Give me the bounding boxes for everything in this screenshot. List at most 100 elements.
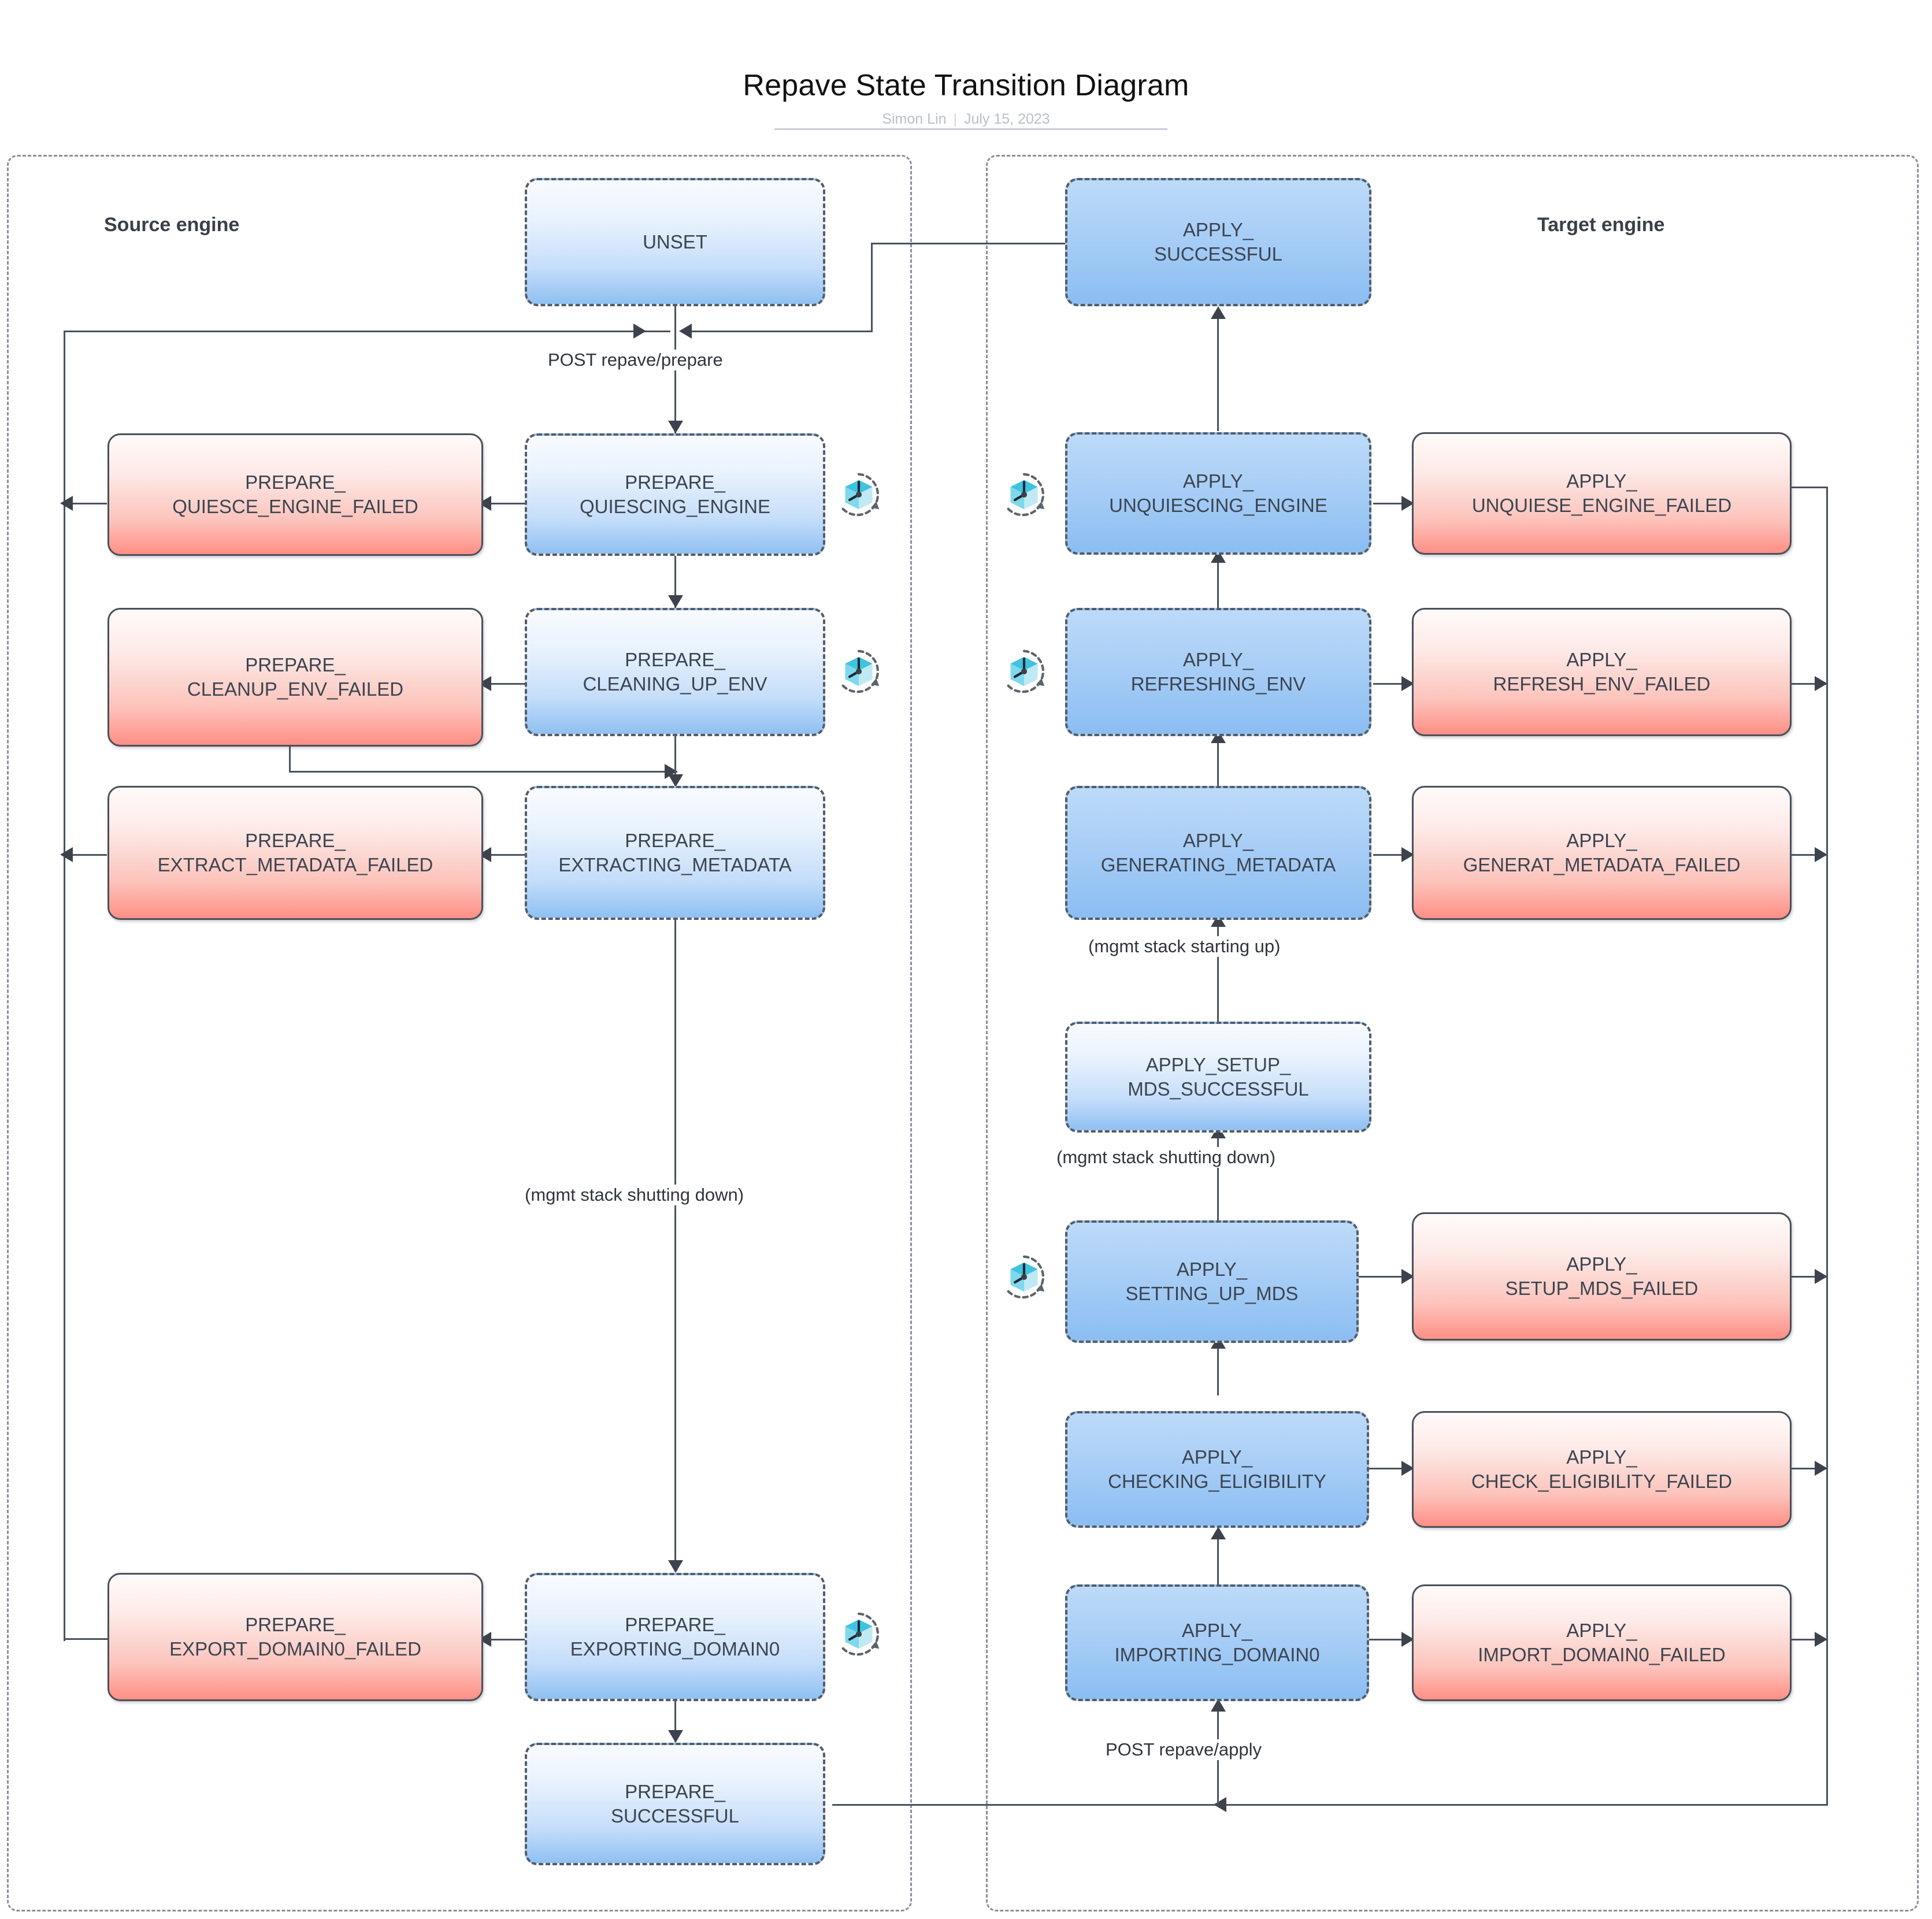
state-apply-generating-metadata[interactable]: APPLY_ GENERATING_METADATA <box>1065 786 1371 920</box>
edge-extracting-to-exporting <box>674 919 676 1572</box>
edge-settingupmds-to-failed <box>1358 1276 1409 1278</box>
edge-quiescing-to-failed <box>484 503 526 504</box>
state-prepare-extracting-metadata[interactable]: PREPARE_ EXTRACTING_METADATA <box>525 786 825 920</box>
edge-extract-failed-to-bus <box>64 854 107 856</box>
state-prepare-cleanup-env-failed[interactable]: PREPARE_ CLEANUP_ENV_FAILED <box>107 608 483 747</box>
edge-label-post-prepare: POST repave/prepare <box>543 350 728 370</box>
retry-cube-clock-icon <box>835 470 883 519</box>
state-prepare-successful[interactable]: PREPARE_ SUCCESSFUL <box>525 1743 825 1865</box>
state-apply-checking-eligibility[interactable]: APPLY_ CHECKING_ELIGIBILITY <box>1065 1411 1369 1528</box>
edge-generating-to-failed <box>1373 854 1408 856</box>
edge-prepare-successful-to-apply <box>832 1804 1217 1806</box>
state-apply-setup-mds-successful[interactable]: APPLY_SETUP_ MDS_SUCCESSFUL <box>1065 1022 1371 1133</box>
edge-source-bus-top <box>64 331 670 332</box>
arrow-exporting-to-prepare-successful <box>668 1730 683 1743</box>
edge-generate-failed-to-bus <box>1792 854 1828 856</box>
edge-settingupmds-to-successful <box>1217 1130 1219 1222</box>
arrow-refresh-failed-to-bus <box>1815 676 1827 691</box>
arrow-importing-to-checking <box>1211 1527 1226 1539</box>
edge-apply-successful-return-h2 <box>871 243 1067 244</box>
edge-generating-to-refreshing <box>1217 735 1219 788</box>
arrow-import-failed-to-bus <box>1815 1632 1827 1647</box>
edge-quiescing-to-cleaning <box>674 555 676 608</box>
arrow-refreshing-to-failed <box>1401 676 1414 691</box>
arrow-generate-failed-to-bus <box>1815 847 1827 862</box>
state-prepare-exporting-domain0[interactable]: PREPARE_ EXPORTING_DOMAIN0 <box>525 1573 825 1701</box>
edge-extracting-to-failed <box>484 854 526 856</box>
arrow-apply-return-into-junction <box>679 324 692 339</box>
edge-exporting-to-failed <box>484 1639 526 1640</box>
state-prepare-quiescing-engine[interactable]: PREPARE_ QUIESCING_ENGINE <box>525 433 825 556</box>
edge-importing-to-failed <box>1369 1639 1408 1640</box>
arrow-extracting-to-exporting <box>668 1560 683 1573</box>
arrow-quiescing-to-cleaning <box>668 595 683 608</box>
edge-cleanup-failed-down <box>289 747 291 772</box>
edge-setupmds-failed-to-bus <box>1792 1276 1828 1278</box>
edge-unquiescing-to-apply-successful <box>1217 310 1219 431</box>
edge-apply-successful-return-v <box>871 243 873 332</box>
state-apply-setup-mds-failed[interactable]: APPLY_ SETUP_MDS_FAILED <box>1412 1212 1792 1341</box>
edge-source-bus-bottom <box>64 1638 110 1640</box>
state-apply-importing-domain0[interactable]: APPLY_ IMPORTING_DOMAIN0 <box>1065 1584 1369 1701</box>
arrow-target-bus-into-apply-junction <box>1214 1797 1226 1812</box>
swimlane-target <box>986 155 1919 1911</box>
edge-source-failure-bus <box>64 331 65 1641</box>
edge-import-failed-to-bus <box>1792 1639 1828 1640</box>
arrow-unquiescing-to-failed <box>1401 496 1414 511</box>
edge-label-mgmt-shutting-down-left: (mgmt stack shutting down) <box>520 1185 749 1205</box>
state-apply-setting-up-mds[interactable]: APPLY_ SETTING_UP_MDS <box>1065 1220 1359 1343</box>
state-prepare-export-domain0-failed[interactable]: PREPARE_ EXPORT_DOMAIN0_FAILED <box>107 1573 483 1701</box>
edge-importing-to-checking <box>1217 1531 1219 1586</box>
edge-refreshing-to-unquiescing <box>1217 555 1219 608</box>
arrow-cleaning-to-extracting <box>668 774 683 787</box>
retry-cube-clock-icon <box>1000 647 1048 696</box>
retry-cube-clock-icon <box>1000 470 1048 519</box>
byline-separator: | <box>953 111 957 127</box>
arrow-check-failed-to-bus <box>1815 1461 1827 1476</box>
edge-unset-to-junction <box>674 306 676 333</box>
state-prepare-extract-metadata-failed[interactable]: PREPARE_ EXTRACT_METADATA_FAILED <box>107 786 483 920</box>
swimlane-source-title: Source engine <box>104 214 240 236</box>
arrow-extract-failed-to-bus <box>60 847 73 862</box>
edge-apply-successful-return-h <box>682 331 873 332</box>
arrow-junction-to-quiescing <box>668 421 683 433</box>
arrow-bus-into-prepare-junction <box>633 324 646 339</box>
swimlane-source <box>7 155 912 1911</box>
state-unset[interactable]: UNSET <box>525 178 825 306</box>
state-prepare-cleaning-up-env[interactable]: PREPARE_ CLEANING_UP_ENV <box>525 608 825 736</box>
swimlane-target-title: Target engine <box>1537 214 1665 236</box>
state-apply-refreshing-env[interactable]: APPLY_ REFRESHING_ENV <box>1065 608 1371 736</box>
edge-unquiescing-to-failed <box>1373 503 1408 504</box>
edge-label-mgmt-shutting-down-right: (mgmt stack shutting down) <box>1052 1147 1281 1168</box>
edge-cleanup-failed-right <box>289 771 677 773</box>
edge-quiesce-failed-to-bus <box>64 503 107 504</box>
arrow-importing-to-failed <box>1401 1632 1414 1647</box>
retry-cube-clock-icon <box>835 647 883 696</box>
edge-target-bus-bottom <box>1217 1804 1828 1806</box>
state-apply-import-domain0-failed[interactable]: APPLY_ IMPORT_DOMAIN0_FAILED <box>1412 1584 1792 1701</box>
arrow-unquiescing-to-apply-successful <box>1211 306 1226 319</box>
state-apply-successful[interactable]: APPLY_ SUCCESSFUL <box>1065 178 1371 306</box>
header-rule <box>774 128 1167 130</box>
state-apply-unquiescing-engine[interactable]: APPLY_ UNQUIESCING_ENGINE <box>1065 432 1371 555</box>
arrow-generating-to-failed <box>1401 847 1414 862</box>
edge-cleaning-to-extracting <box>674 735 676 787</box>
page-title: Repave State Transition Diagram <box>743 69 1189 102</box>
edge-refreshing-to-failed <box>1373 683 1408 685</box>
edge-refresh-failed-to-bus <box>1792 683 1828 685</box>
state-prepare-quiesce-engine-failed[interactable]: PREPARE_ QUIESCE_ENGINE_FAILED <box>107 433 483 556</box>
arrow-checking-to-failed <box>1401 1461 1414 1476</box>
edge-target-failure-bus <box>1826 487 1828 1805</box>
edge-exporting-to-prepare-successful <box>674 1690 676 1742</box>
arrow-setupmds-failed-to-bus <box>1815 1269 1827 1284</box>
edge-cleaning-to-failed <box>484 683 526 685</box>
edge-checking-to-failed <box>1369 1468 1408 1469</box>
state-apply-generat-metadata-failed[interactable]: APPLY_ GENERAT_METADATA_FAILED <box>1412 786 1792 920</box>
state-apply-check-eligibility-failed[interactable]: APPLY_ CHECK_ELIGIBILITY_FAILED <box>1412 1411 1792 1528</box>
edge-label-post-apply: POST repave/apply <box>1101 1739 1266 1760</box>
state-apply-refresh-env-failed[interactable]: APPLY_ REFRESH_ENV_FAILED <box>1412 608 1792 736</box>
state-apply-unquiese-engine-failed[interactable]: APPLY_ UNQUIESE_ENGINE_FAILED <box>1412 432 1792 555</box>
byline-date: July 15, 2023 <box>963 111 1050 127</box>
edge-setupmds-successful-to-generating <box>1217 919 1219 1023</box>
